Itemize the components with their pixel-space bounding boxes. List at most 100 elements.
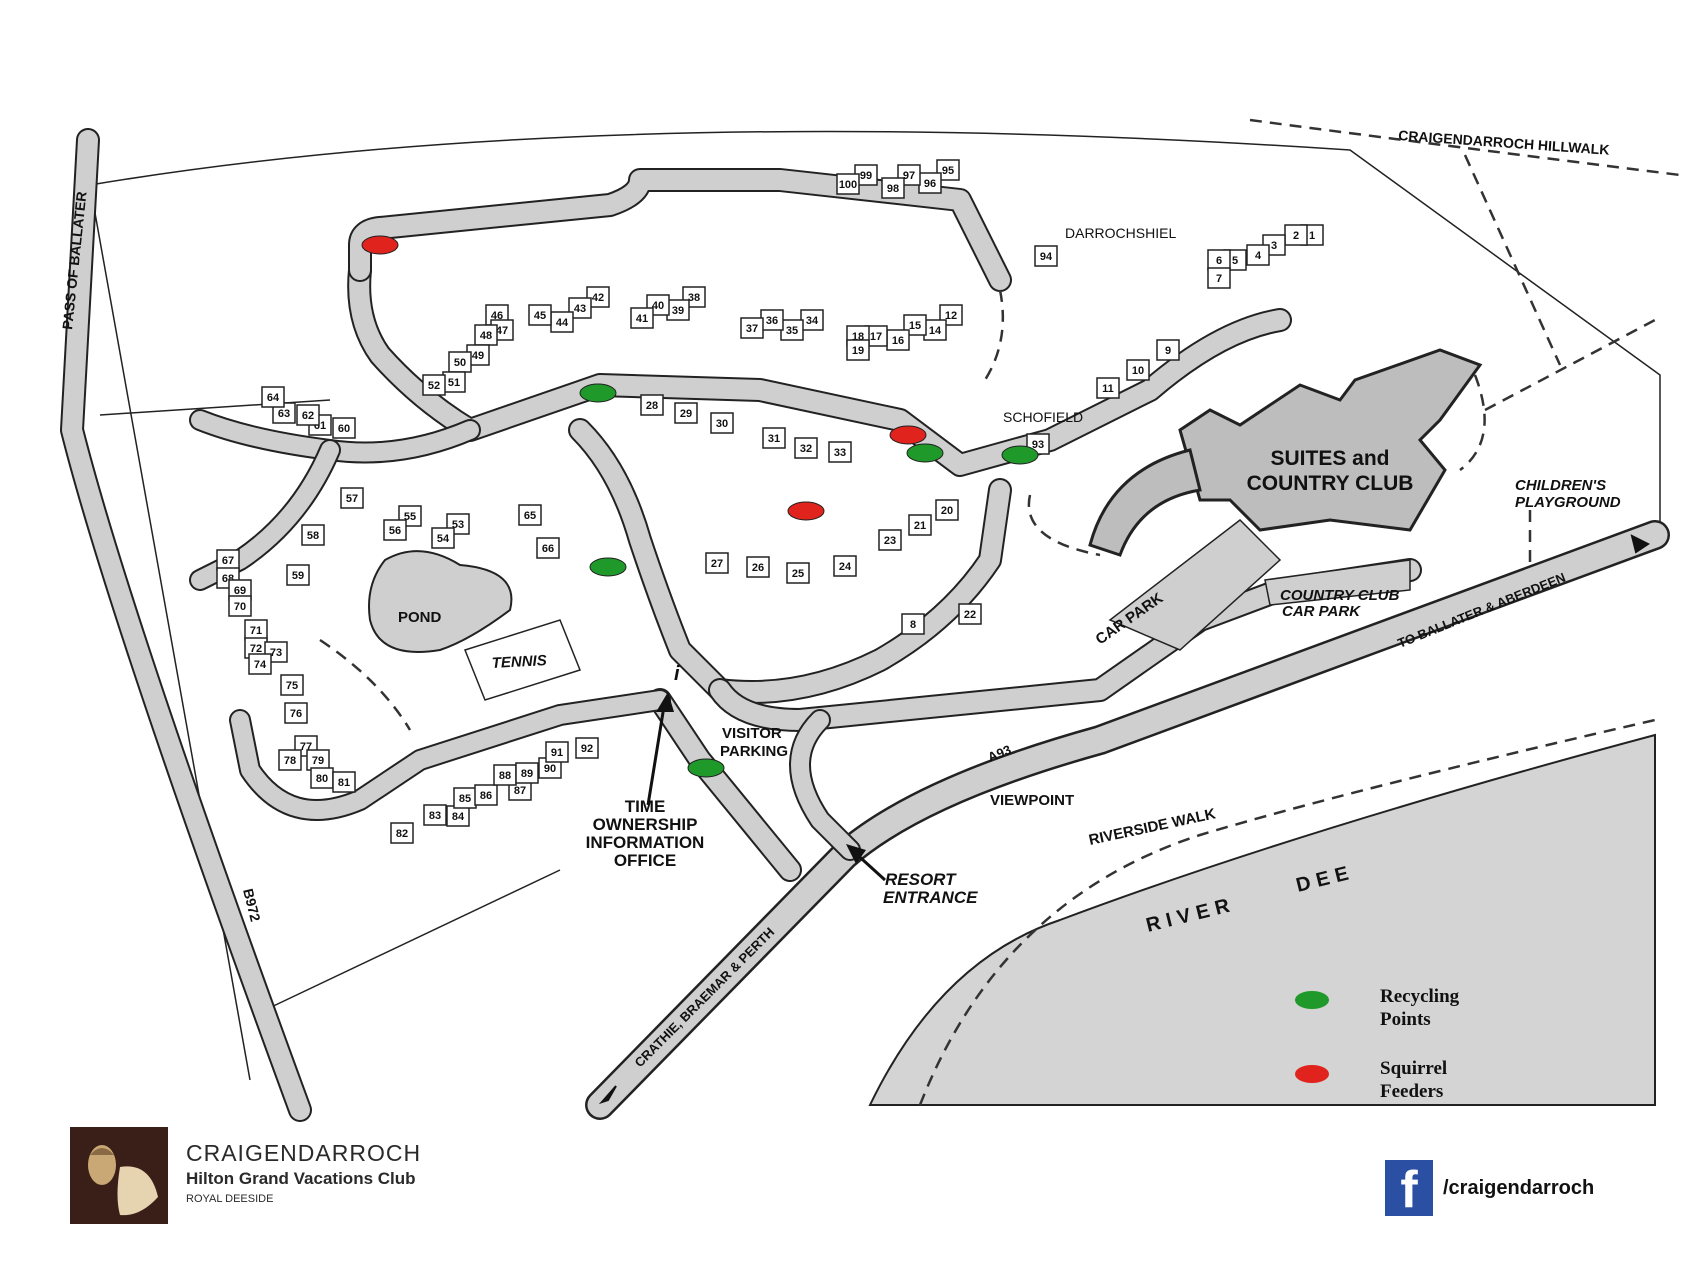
unit-number: 86 (480, 790, 492, 802)
unit-23: 23 (878, 529, 902, 551)
unit-26: 26 (746, 556, 770, 578)
unit-box (1156, 339, 1180, 361)
recycling-point-marker (687, 758, 725, 778)
unit-number: 66 (542, 543, 554, 555)
unit-66: 66 (536, 537, 560, 559)
facebook-icon[interactable]: f (1385, 1160, 1433, 1216)
unit-number: 71 (250, 625, 262, 637)
unit-64: 64 (261, 386, 285, 408)
unit-box (296, 404, 320, 426)
to-crathie-label: CRATHIE, BRAEMAR & PERTH (632, 924, 778, 1070)
resort-entrance-arrowhead (846, 844, 866, 864)
unit-box (740, 317, 764, 339)
unit-number: 67 (222, 555, 234, 567)
unit-92: 92 (575, 737, 599, 759)
unit-59: 59 (286, 564, 310, 586)
unit-48: 48 (474, 324, 498, 346)
unit-number: 87 (514, 785, 526, 797)
pond-label: POND (398, 609, 442, 626)
unit-17: 17 (864, 325, 888, 347)
unit-6: 6 (1207, 249, 1231, 271)
unit-44: 44 (550, 311, 574, 333)
unit-76: 76 (284, 702, 308, 724)
time-ownership-line1: TIME (625, 797, 666, 816)
unit-box (705, 552, 729, 574)
unit-number: 69 (234, 585, 246, 597)
unit-33: 33 (828, 441, 852, 463)
unit-number: 4 (1255, 250, 1262, 262)
unit-box (340, 487, 364, 509)
unit-box (1034, 245, 1058, 267)
club-name: Hilton Grand Vacations Club (186, 1169, 416, 1188)
squirrel-feeder-marker (787, 501, 825, 521)
unit-88: 88 (493, 764, 517, 786)
car-park-area (1108, 519, 1411, 651)
unit-number: 90 (544, 763, 556, 775)
unit-number: 89 (521, 768, 533, 780)
unit-60: 60 (332, 417, 356, 439)
unit-number: 60 (338, 423, 350, 435)
unit-number: 91 (551, 747, 563, 759)
unit-number: 64 (267, 392, 280, 404)
to-ballater-arrow (1630, 534, 1650, 554)
unit-number: 50 (454, 357, 466, 369)
unit-58: 58 (301, 524, 325, 546)
time-ownership-line3: INFORMATION (586, 833, 705, 852)
unit-19: 19 (846, 339, 870, 361)
river-dee (868, 733, 1656, 1106)
unit-box (575, 737, 599, 759)
unit-81: 81 (332, 771, 356, 793)
facebook-link[interactable]: f /craigendarroch (1385, 1160, 1594, 1216)
unit-70: 70 (228, 595, 252, 617)
unit-box (746, 556, 770, 578)
unit-number: 12 (945, 310, 957, 322)
unit-number: 78 (284, 755, 296, 767)
unit-54: 54 (431, 527, 455, 549)
unit-number: 93 (1032, 439, 1044, 451)
unit-11: 11 (1096, 377, 1120, 399)
unit-65: 65 (518, 504, 542, 526)
unit-29: 29 (674, 402, 698, 424)
unit-number: 74 (254, 659, 267, 671)
unit-32: 32 (794, 437, 818, 459)
unit-box (833, 555, 857, 577)
unit-number: 32 (800, 443, 812, 455)
suites-label-line1: SUITES and (1270, 447, 1389, 470)
unit-number: 35 (786, 325, 798, 337)
unit-96: 96 (918, 172, 942, 194)
unit-number: 43 (574, 303, 586, 315)
resort-entrance-line1: RESORT (885, 870, 957, 889)
unit-number: 7 (1216, 273, 1222, 285)
unit-21: 21 (908, 514, 932, 536)
unit-number: 15 (909, 320, 921, 332)
country-club-car-park-line2: CAR PARK (1282, 603, 1361, 620)
unit-number: 3 (1271, 240, 1277, 252)
unit-98: 98 (881, 177, 905, 199)
unit-box (908, 514, 932, 536)
unit-number: 81 (338, 777, 350, 789)
unit-95: 95 (936, 159, 960, 181)
oak-leaf-icon (88, 1145, 158, 1216)
unit-number: 46 (491, 310, 503, 322)
unit-number: 25 (792, 568, 804, 580)
unit-50: 50 (448, 351, 472, 373)
unit-number: 47 (496, 325, 508, 337)
unit-number: 56 (389, 525, 401, 537)
unit-number: 14 (929, 325, 942, 337)
country-club-car-park-line1: COUNTRY CLUB (1280, 587, 1400, 604)
unit-number: 97 (903, 170, 915, 182)
legend-squirrel-line1: Squirrel (1380, 1058, 1447, 1079)
unit-56: 56 (383, 519, 407, 541)
unit-36: 36 (760, 309, 784, 331)
unit-number: 28 (646, 400, 658, 412)
unit-number: 82 (396, 828, 408, 840)
a93-road (585, 520, 1670, 1120)
unit-83: 83 (423, 804, 447, 826)
facebook-handle[interactable]: /craigendarroch (1443, 1176, 1595, 1199)
unit-number: 38 (688, 292, 700, 304)
unit-box (762, 427, 786, 449)
visitor-parking-line1: VISITOR (722, 725, 782, 742)
unit-box (846, 339, 870, 361)
unit-box (836, 173, 860, 195)
